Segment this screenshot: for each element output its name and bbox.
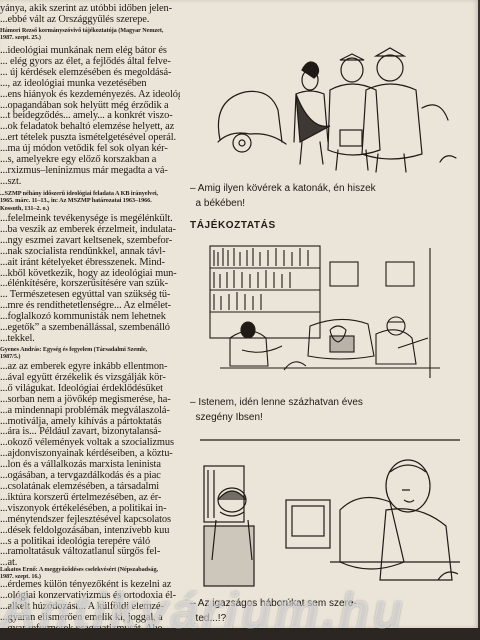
left-text-column: yánya, akik szerint az utóbbi időben jel… bbox=[0, 0, 180, 628]
source-citation-3: Gyenes András: Egység és fegyelem (Társa… bbox=[0, 346, 148, 361]
cartoon-caption-3: – Az igazságos háborúkat sem szere- ted.… bbox=[190, 598, 357, 624]
watermark-text: Antikvárium.hu bbox=[0, 583, 406, 639]
paragraph-4: ...az az emberek egyre inkább ellentmon-… bbox=[0, 361, 174, 569]
cartoon-caption-2: – Istenem, idén lenne százhatvan éves sz… bbox=[190, 397, 363, 423]
cartoon-library bbox=[209, 245, 440, 378]
cartoon-caption-1: – Amig ilyen kövérek a katonák, én hisze… bbox=[190, 183, 376, 209]
book-spine-edge bbox=[478, 0, 480, 640]
magazine-page: yánya, akik szerint az utóbbi időben jel… bbox=[0, 0, 478, 628]
source-citation-1: Hámori Rezső kormányszóvivő tájékoztatój… bbox=[0, 27, 164, 42]
cartoon-column: – Amig ilyen kövérek a katonák, én hisze… bbox=[190, 0, 474, 628]
paragraph-3: ...felelmeink tevékenysége is megélénkül… bbox=[0, 213, 177, 344]
paragraph-2: ...ideológiai munkának nem elég bátor és… bbox=[0, 45, 180, 187]
source-citation-4: Lakatos Ernő: A meggyőződéses cselekvésé… bbox=[0, 566, 159, 581]
paragraph-5: ...érdemes külön tényezőként is kezelni … bbox=[0, 579, 176, 628]
section-heading: TÁJÉKOZTATÁS bbox=[190, 220, 276, 231]
cartoon-soldiers bbox=[217, 47, 457, 173]
background-strip bbox=[0, 628, 480, 640]
source-citation-2: ...SZMP néhány időszerű ideológiai felad… bbox=[0, 190, 159, 212]
paragraph-1: yánya, akik szerint az utóbbi időben jel… bbox=[0, 3, 172, 25]
cartoon-tv-couple bbox=[200, 439, 460, 587]
